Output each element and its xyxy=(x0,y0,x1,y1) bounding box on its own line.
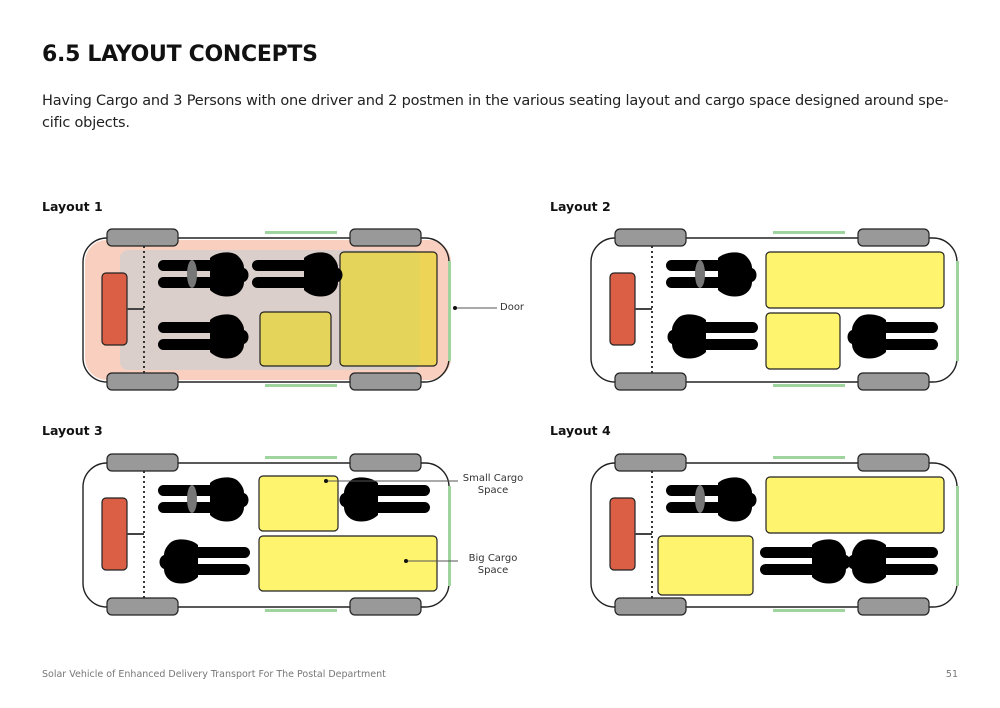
layout-4-diagram xyxy=(590,453,959,616)
battery-block xyxy=(609,272,636,346)
small-cargo-box xyxy=(258,475,339,532)
wheel-4 xyxy=(857,597,930,616)
person-postman-3 xyxy=(847,314,938,359)
wheel-2 xyxy=(857,453,930,472)
wheel-2 xyxy=(349,228,422,247)
small-cargo-box xyxy=(765,312,841,370)
side-door-top xyxy=(773,456,845,459)
big-cargo-annotation-line1: Big Cargo xyxy=(468,553,518,564)
layout-3-label: Layout 3 xyxy=(42,423,103,438)
person-driver-1 xyxy=(666,477,757,522)
wheel-3 xyxy=(614,597,687,616)
big-cargo-box xyxy=(339,251,438,367)
person-driver-1 xyxy=(666,252,757,297)
wheel-1 xyxy=(106,228,179,247)
battery-block xyxy=(101,272,128,346)
wheel-1 xyxy=(106,453,179,472)
small-cargo-leader-line xyxy=(324,479,458,483)
side-door-bottom xyxy=(265,609,337,612)
page-title: 6.5 LAYOUT CONCEPTS xyxy=(42,42,318,67)
small-cargo-box xyxy=(657,535,754,596)
person-postman-2 xyxy=(252,252,343,297)
door-leader-line-part xyxy=(453,306,457,310)
big-cargo-annotation-line2: Space xyxy=(477,565,509,576)
battery-block xyxy=(101,497,128,571)
small-cargo-box xyxy=(259,311,332,367)
big-cargo-annotation-label: Big Cargo Space xyxy=(456,553,530,577)
footer-document-title: Solar Vehicle of Enhanced Delivery Trans… xyxy=(42,669,386,680)
side-door-top xyxy=(265,456,337,459)
wheel-3 xyxy=(106,372,179,391)
rear-door xyxy=(956,486,959,586)
person-postman-3 xyxy=(158,314,249,359)
person-driver-1 xyxy=(158,477,249,522)
layout-2-label: Layout 2 xyxy=(550,199,611,214)
door-leader-line xyxy=(453,306,497,310)
wheel-1 xyxy=(614,453,687,472)
wheel-2 xyxy=(857,228,930,247)
side-door-bottom xyxy=(265,384,337,387)
person-postman-2 xyxy=(667,314,758,359)
side-door-bottom xyxy=(773,384,845,387)
side-door-top xyxy=(265,231,337,234)
small-cargo-annotation-line2: Space xyxy=(477,485,509,496)
person-postman-3 xyxy=(847,539,938,584)
big-cargo-leader-line xyxy=(404,559,458,563)
page-number: 51 xyxy=(945,669,958,680)
layout-1-label: Layout 1 xyxy=(42,199,103,214)
layout-2-diagram xyxy=(590,228,959,391)
rear-door xyxy=(448,486,451,586)
side-door-bottom xyxy=(773,609,845,612)
small-cargo-leader-line-part xyxy=(324,479,328,483)
wheel-4 xyxy=(349,372,422,391)
layout-4-label: Layout 4 xyxy=(550,423,611,438)
big-cargo-box xyxy=(258,535,438,592)
small-cargo-annotation-line1: Small Cargo xyxy=(462,473,524,484)
side-door-top xyxy=(773,231,845,234)
person-driver-1 xyxy=(158,252,249,297)
wheel-1 xyxy=(614,228,687,247)
big-cargo-leader-line-part xyxy=(404,559,408,563)
person-postman-3 xyxy=(339,477,430,522)
layout-3-diagram xyxy=(82,453,451,616)
big-cargo-box xyxy=(765,476,945,534)
door-annotation-label: Door xyxy=(500,302,525,313)
intro-paragraph: Having Cargo and 3 Persons with one driv… xyxy=(42,93,949,131)
battery-block xyxy=(609,497,636,571)
rear-door xyxy=(956,261,959,361)
wheel-2 xyxy=(349,453,422,472)
person-postman-2 xyxy=(159,539,250,584)
wheel-3 xyxy=(614,372,687,391)
big-cargo-box xyxy=(765,251,945,309)
rear-door xyxy=(448,261,451,361)
wheel-4 xyxy=(349,597,422,616)
small-cargo-annotation-label: Small Cargo Space xyxy=(456,473,530,497)
layout-1-diagram xyxy=(82,228,451,391)
person-postman-2 xyxy=(760,539,851,584)
wheel-4 xyxy=(857,372,930,391)
wheel-3 xyxy=(106,597,179,616)
